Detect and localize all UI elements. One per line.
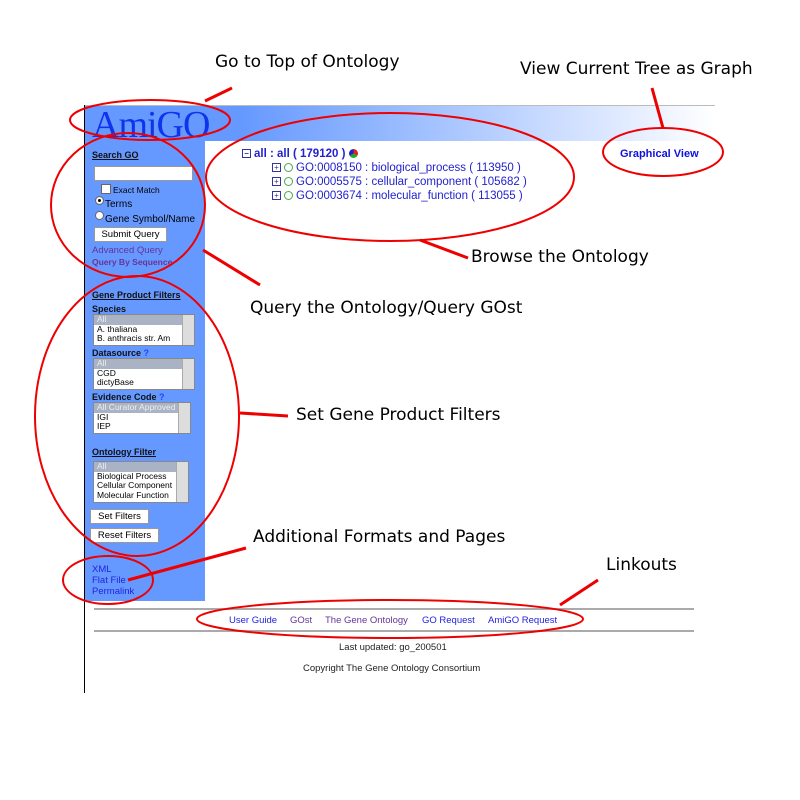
annotation-query: Query the Ontology/Query GOst: [250, 298, 523, 318]
option[interactable]: All Curator Approved: [94, 403, 190, 413]
copyright: Copyright The Gene Ontology Consortium: [303, 663, 481, 674]
go-request-link[interactable]: GO Request: [422, 615, 475, 626]
scrollbar[interactable]: [178, 403, 190, 433]
search-input[interactable]: [94, 166, 193, 181]
tree-item: + GO:0005575 : cellular_component ( 10568…: [272, 176, 527, 188]
annotation-browse: Browse the Ontology: [471, 247, 649, 267]
annotation-graph: View Current Tree as Graph: [520, 59, 753, 79]
info-icon[interactable]: [284, 163, 293, 173]
expand-icon[interactable]: +: [272, 163, 281, 173]
xml-link[interactable]: XML: [92, 564, 112, 575]
query-by-sequence-link[interactable]: Query By Sequence: [92, 257, 173, 267]
scrollbar[interactable]: [182, 359, 194, 389]
permalink-link[interactable]: Permalink: [92, 586, 135, 597]
gene-symbol-label: Gene Symbol/Name: [105, 214, 196, 225]
annotation-filters: Set Gene Product Filters: [296, 405, 501, 425]
graph-icon[interactable]: [348, 149, 358, 159]
reset-filters-button[interactable]: Reset Filters: [90, 528, 159, 543]
exact-match-checkbox[interactable]: [101, 184, 111, 194]
term-link[interactable]: GO:0008150 : biological_process ( 113950…: [296, 162, 521, 174]
graphical-view-link[interactable]: Graphical View: [620, 148, 699, 160]
info-icon[interactable]: [284, 191, 293, 201]
datasource-label: Datasource: [92, 348, 142, 358]
annotation-pointer: [204, 86, 233, 103]
amigo-request-link[interactable]: AmiGO Request: [488, 615, 558, 626]
collapse-icon[interactable]: −: [242, 149, 251, 159]
last-updated: Last updated: go_200501: [339, 642, 447, 653]
datasource-help-link[interactable]: ?: [143, 348, 150, 358]
amigo-logo-link[interactable]: AmiGO: [92, 104, 210, 146]
scrollbar[interactable]: [182, 315, 194, 345]
gene-symbol-radio[interactable]: [95, 211, 104, 220]
info-icon[interactable]: [284, 177, 293, 187]
user-guide-link[interactable]: User Guide: [229, 615, 278, 626]
gost-link[interactable]: GOst: [290, 615, 313, 626]
scrollbar[interactable]: [176, 462, 188, 502]
annotation-pointer: [559, 578, 599, 607]
tree-root: −all : all ( 179120 ): [242, 148, 358, 160]
annotation-linkouts: Linkouts: [606, 555, 677, 575]
gene-product-filters-heading: Gene Product Filters: [92, 290, 181, 300]
term-link[interactable]: GO:0003674 : molecular_function ( 113055…: [296, 190, 523, 202]
search-go-heading: Search GO: [92, 150, 139, 160]
terms-label: Terms: [105, 199, 133, 210]
species-label: Species: [92, 304, 127, 314]
expand-icon[interactable]: +: [272, 177, 281, 187]
evidence-help-link[interactable]: ?: [159, 392, 165, 402]
term-link[interactable]: GO:0005575 : cellular_component ( 105682…: [296, 176, 527, 188]
option[interactable]: B. anthracis str. Am: [97, 333, 171, 343]
tree-item: + GO:0003674 : molecular_function ( 11305…: [272, 190, 523, 202]
advanced-query-link[interactable]: Advanced Query: [92, 245, 163, 256]
terms-radio[interactable]: [95, 196, 104, 205]
annotation-pointer: [419, 238, 469, 260]
option[interactable]: dictyBase: [97, 377, 134, 387]
expand-icon[interactable]: +: [272, 191, 281, 201]
evidence-code-label: Evidence Code: [92, 392, 157, 402]
flat-file-link[interactable]: Flat File: [92, 575, 126, 586]
tree-item: + GO:0008150 : biological_process ( 11395…: [272, 162, 521, 174]
footer-divider: [94, 608, 694, 610]
ontology-filter-heading: Ontology Filter: [92, 447, 156, 457]
set-filters-button[interactable]: Set Filters: [90, 509, 149, 524]
option[interactable]: IEP: [97, 421, 111, 431]
root-term-link[interactable]: all : all ( 179120 ): [254, 148, 346, 160]
submit-query-button[interactable]: Submit Query: [94, 227, 167, 242]
footer-divider: [94, 630, 694, 632]
annotation-formats: Additional Formats and Pages: [253, 527, 506, 547]
annotation-top: Go to Top of Ontology: [215, 52, 400, 72]
annotation-pointer: [202, 248, 261, 287]
exact-match-label: Exact Match: [113, 185, 160, 195]
gene-ontology-link[interactable]: The Gene Ontology: [325, 615, 408, 626]
annotation-pointer: [239, 411, 289, 418]
option[interactable]: Molecular Function: [97, 489, 169, 500]
